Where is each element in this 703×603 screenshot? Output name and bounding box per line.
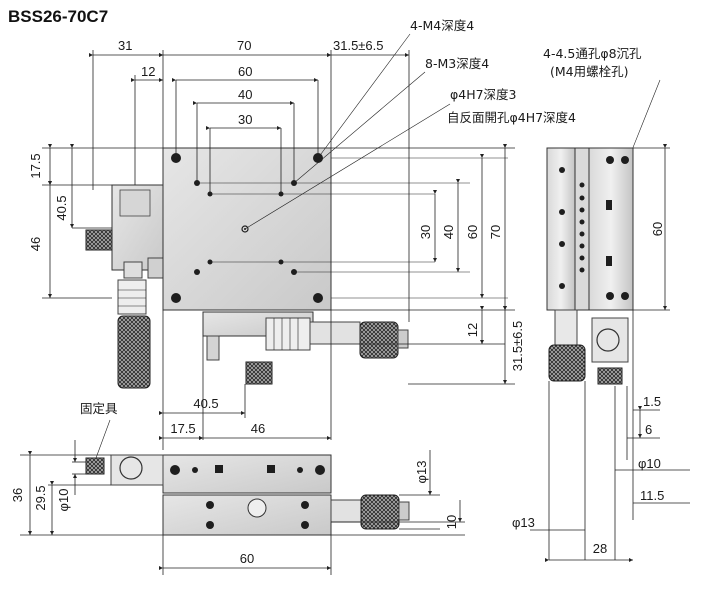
dim-12-top: 12 [141,64,155,79]
dim-12-right: 12 [465,323,480,337]
stage-table [162,147,332,311]
callout-phi4-back: 自反面開孔φ4H7深度4 [447,110,576,125]
dim-40-5-bottom: 40.5 [193,396,218,411]
dim-70-right: 70 [488,225,503,239]
front-view: 36 29.5 φ10 φ13 10 60 [10,440,465,575]
side-knob-icon [548,344,586,382]
side-dim-phi13: φ13 [512,515,535,530]
dim-46-left: 46 [28,237,43,251]
side-dim-60: 60 [650,222,665,236]
front-fixing-knob-icon [85,457,105,475]
front-dim-29-5: 29.5 [33,485,48,510]
bottom-lock-knob-icon [245,361,273,385]
top-view [85,147,508,389]
callout-m4: 4-M4深度4 [410,18,474,33]
side-dim-6: 6 [645,422,652,437]
dim-31-5-top: 31.5±6.5 [333,38,384,53]
top-view-dimension-lines [42,50,515,450]
dim-70-top: 70 [237,38,251,53]
dim-60-right: 60 [465,225,480,239]
callout-m3: 8-M3深度4 [425,56,489,71]
front-dim-36: 36 [10,488,25,502]
front-micrometer-knob-icon [360,494,400,530]
side-dim-11-5: 11.5 [640,488,664,503]
bottom-micrometer-knob-icon [359,321,399,359]
dim-46-bottom: 46 [251,421,265,436]
left-micrometer-knob-icon [117,315,151,389]
side-dim-phi10: φ10 [638,456,661,471]
callout-thru-line2: (M4用螺栓孔) [550,64,629,79]
top-view-dimension-texts: 31 70 31.5±6.5 12 60 40 30 30 40 60 70 1… [28,38,525,436]
side-dim-28: 28 [593,541,607,556]
callout-fixing: 固定具 [80,401,118,416]
front-dim-phi13: φ13 [414,461,429,484]
micrometer-scale [117,279,147,315]
callout-phi4: φ4H7深度3 [450,87,517,102]
dim-31: 31 [118,38,132,53]
dim-40-top: 40 [238,87,252,102]
dim-31-5-right: 31.5±6.5 [510,321,525,372]
side-dim-1-5: 1.5 [643,394,661,409]
dim-40-5-left: 40.5 [54,195,69,220]
dim-60-top: 60 [238,64,252,79]
dim-40-right: 40 [441,225,456,239]
front-dim-10: 10 [444,515,459,529]
dim-30-right: 30 [418,225,433,239]
bottom-micrometer-scale [265,317,311,351]
dim-17-5-left: 17.5 [28,153,43,178]
side-view: 60 1.5 6 φ10 11.5 φ13 28 [512,144,690,562]
drawing-title: BSS26-70C7 [8,7,108,26]
callout-thru-line1: 4-4.5通孔φ8沉孔 [543,46,642,61]
left-knob-icon [85,229,113,251]
front-dim-phi10: φ10 [56,489,71,512]
callouts: 4-M4深度4 8-M3深度4 φ4H7深度3 自反面開孔φ4H7深度4 4-4… [80,18,661,459]
dim-17-5-bottom: 17.5 [170,421,195,436]
front-dim-60: 60 [240,551,254,566]
dim-30-top: 30 [238,112,252,127]
